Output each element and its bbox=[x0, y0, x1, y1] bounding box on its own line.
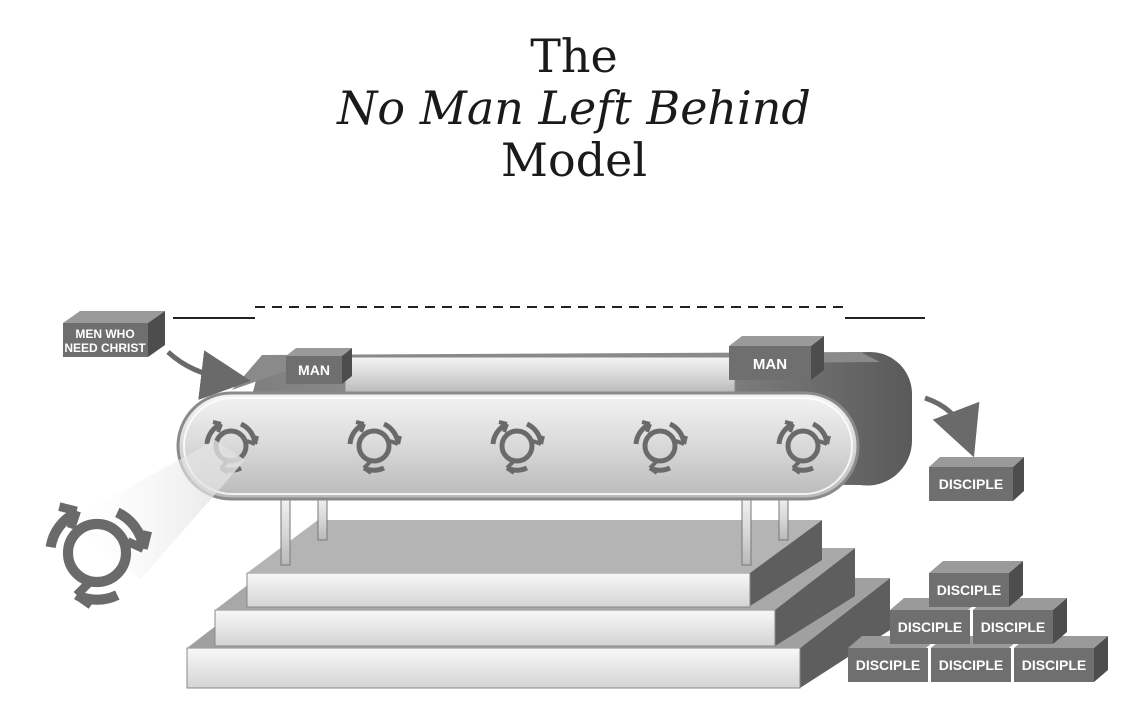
man-left-label: MAN bbox=[298, 362, 330, 378]
disciple-block-b1: DISCIPLE bbox=[848, 636, 940, 682]
disciple-label: DISCIPLE bbox=[939, 476, 1004, 492]
disciple-block-single: DISCIPLE bbox=[929, 457, 1024, 501]
zoom-beam bbox=[70, 440, 245, 580]
top-dashed-line bbox=[173, 306, 925, 319]
disciple-label: DISCIPLE bbox=[939, 657, 1004, 673]
disciple-label: DISCIPLE bbox=[856, 657, 921, 673]
support-legs bbox=[280, 494, 789, 566]
disciple-label: DISCIPLE bbox=[1022, 657, 1087, 673]
title-line-1: The bbox=[530, 29, 618, 83]
disciple-label: DISCIPLE bbox=[898, 619, 963, 635]
man-block-right: MAN bbox=[729, 336, 824, 380]
conveyor-front bbox=[176, 391, 860, 501]
disciple-pyramid: DISCIPLE DISCIPLE DISCIPLE DISCIPLE DISC… bbox=[848, 561, 1108, 682]
exit-arrow-icon bbox=[924, 395, 980, 458]
disciple-label: DISCIPLE bbox=[937, 582, 1002, 598]
need-christ-label: NEED CHRIST bbox=[64, 341, 146, 355]
man-right-label: MAN bbox=[753, 356, 787, 373]
title-line-2: No Man Left Behind bbox=[337, 81, 811, 135]
title-line-3: Model bbox=[500, 133, 648, 187]
disciple-block-t1: DISCIPLE bbox=[929, 561, 1023, 607]
large-roller-icon bbox=[45, 502, 152, 609]
men-who-label: MEN WHO bbox=[75, 327, 134, 341]
men-who-need-christ-block: MEN WHO NEED CHRIST bbox=[63, 311, 165, 357]
diagram-title: The No Man Left Behind Model bbox=[0, 30, 1148, 186]
platform-steps bbox=[186, 520, 890, 689]
disciple-label: DISCIPLE bbox=[981, 619, 1046, 635]
man-block-left: MAN bbox=[286, 348, 352, 384]
entry-arrow-icon bbox=[166, 350, 251, 400]
